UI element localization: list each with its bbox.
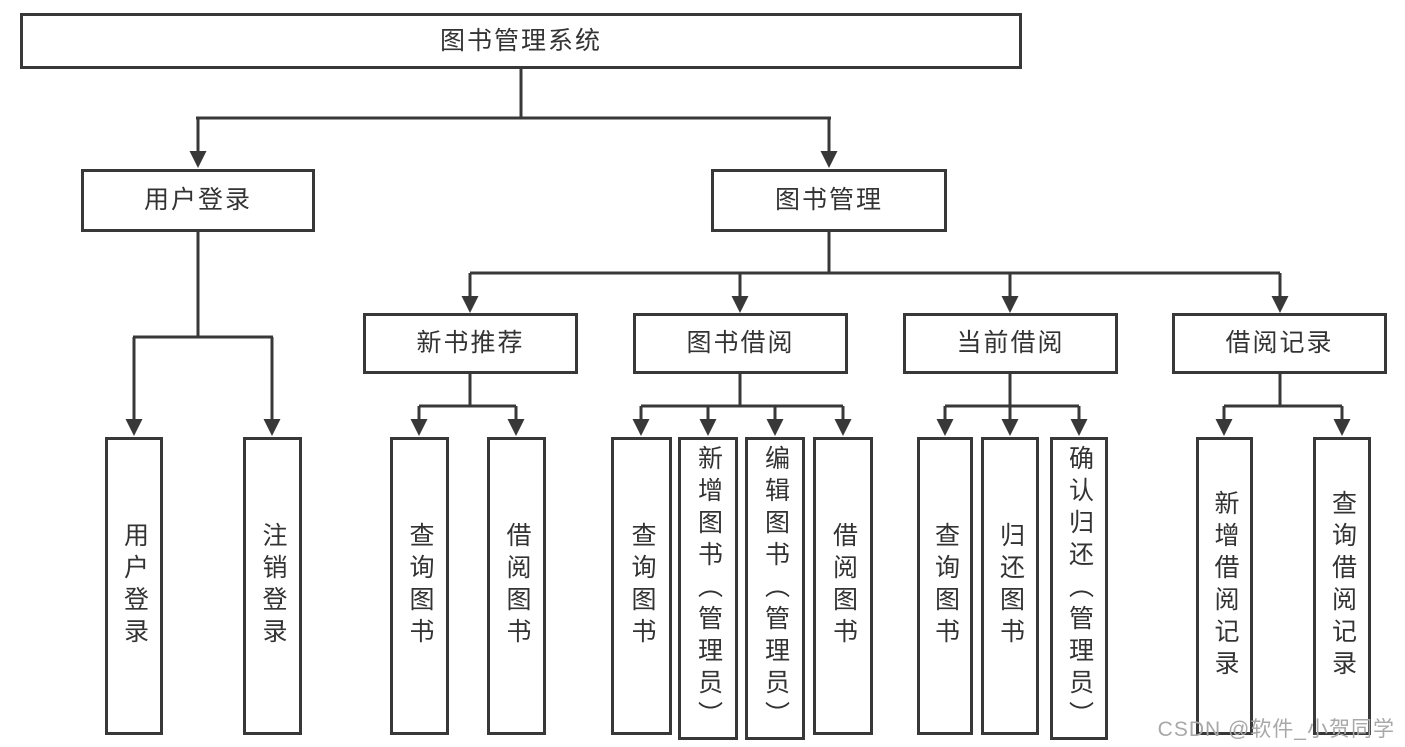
leaf-edit-book-admin: 编辑图书（管理员） <box>745 437 805 740</box>
node-book-borrow: 图书借阅 <box>633 313 848 374</box>
leaf-query-book-borrow: 查询图书 <box>611 437 672 735</box>
leaf-return-book: 归还图书 <box>981 437 1039 735</box>
connector-book-management <box>468 230 1282 298</box>
watermark: CSDN @软件_小贺同学 <box>1157 718 1395 741</box>
connector-book-borrow <box>639 373 845 421</box>
connector-current-borrow <box>943 373 1081 421</box>
connector-user-login <box>132 230 274 421</box>
leaf-query-book-recommend: 查询图书 <box>390 437 449 735</box>
leaf-query-borrow-record: 查询借阅记录 <box>1313 437 1371 735</box>
node-current-borrow: 当前借阅 <box>903 313 1118 374</box>
connector-borrow-records <box>1222 373 1344 421</box>
node-root: 图书管理系统 <box>20 13 1022 69</box>
node-new-book-recommend: 新书推荐 <box>363 313 578 374</box>
node-borrow-records: 借阅记录 <box>1172 313 1387 374</box>
leaf-confirm-return-admin: 确认归还（管理员） <box>1050 437 1108 740</box>
leaf-user-login: 用户登录 <box>105 437 163 735</box>
connector-root <box>196 68 831 152</box>
leaf-borrow-book-recommend: 借阅图书 <box>487 437 546 735</box>
leaf-borrow-book: 借阅图书 <box>813 437 873 735</box>
leaf-add-book-admin: 新增图书（管理员） <box>678 437 738 740</box>
leaf-add-borrow-record: 新增借阅记录 <box>1196 437 1253 735</box>
leaf-logout: 注销登录 <box>243 437 302 735</box>
node-user-login: 用户登录 <box>81 169 315 232</box>
leaf-query-book-current: 查询图书 <box>917 437 973 735</box>
node-book-management: 图书管理 <box>711 169 947 232</box>
connector-new-book-recommend <box>417 373 518 421</box>
